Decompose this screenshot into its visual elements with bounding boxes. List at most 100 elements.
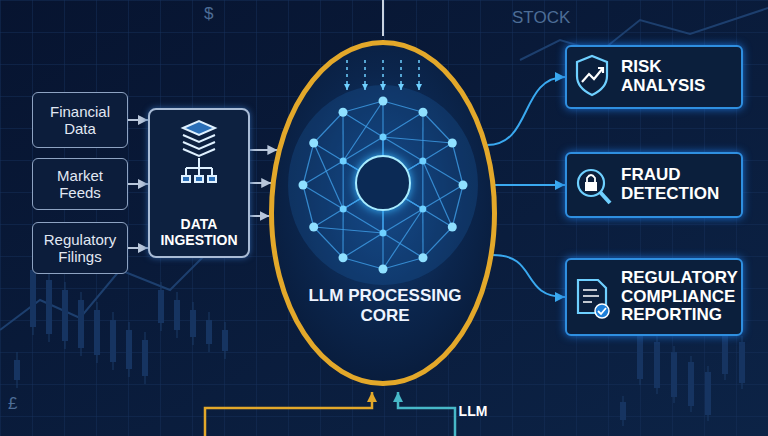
connector-arrow [128, 184, 148, 185]
connector-line [128, 247, 148, 249]
network-dot [339, 253, 348, 262]
candle-body [739, 342, 745, 383]
llm-circle: LLM [355, 155, 411, 211]
candle-body [620, 402, 626, 420]
data-flow-dash [346, 60, 348, 90]
output-box: FRAUD DETECTION [565, 152, 743, 218]
background-watermark: £ [8, 394, 17, 414]
network-link [343, 233, 383, 258]
network-dot [419, 108, 428, 117]
network-link [423, 161, 463, 185]
network-dot [309, 223, 318, 232]
input-box: Market Feeds [32, 158, 128, 210]
bottom-feed-line [398, 392, 455, 436]
network-link [423, 112, 452, 143]
network-dot [299, 181, 308, 190]
node-label: RISK ANALYSIS [621, 58, 737, 95]
network-link [343, 161, 344, 209]
output-box: RISK ANALYSIS [565, 45, 743, 109]
core-ring [269, 40, 497, 386]
candle-body [94, 310, 100, 355]
network-dot [448, 223, 457, 232]
ingestion-box: DATA INGESTION [148, 108, 250, 258]
network-dot [309, 139, 318, 148]
connector-arrow [487, 77, 565, 145]
candle-body [190, 310, 196, 337]
connector-line [128, 119, 148, 121]
candle-body [222, 330, 228, 351]
network-dot [419, 158, 426, 165]
node-label: Market Feeds [39, 167, 121, 202]
network-dot [379, 97, 388, 106]
network-dot [380, 230, 387, 237]
network-link [303, 185, 314, 227]
network-link [423, 143, 452, 161]
node-label: FRAUD DETECTION [621, 166, 737, 203]
input-box: Financial Data [32, 92, 128, 148]
neural-network [299, 60, 468, 274]
network-link [314, 227, 343, 258]
output-box: REGULATORY COMPLIANCE REPORTING [565, 258, 743, 336]
network-link [314, 112, 343, 143]
candle-body [654, 342, 660, 388]
network-link [383, 137, 452, 143]
candle-body [142, 340, 148, 376]
data-flow-dash [382, 60, 384, 90]
connector-arrow [495, 185, 565, 186]
network-dot [459, 181, 468, 190]
network-link [343, 258, 383, 269]
network-link [452, 185, 463, 227]
connector-line [493, 255, 565, 297]
connector-line [495, 184, 565, 186]
data-flow-dash [364, 60, 366, 90]
processing-core-circle: LLM PROCESSING CORE LLM [269, 40, 497, 386]
node-heading: DATA INGESTION [150, 216, 248, 248]
network-link [422, 112, 423, 161]
core-fill [269, 40, 497, 386]
candle-body [722, 332, 728, 374]
candle-body [14, 360, 20, 380]
network-dot [340, 206, 347, 213]
network-link [303, 143, 314, 185]
candle-body [62, 290, 68, 341]
network-dot [419, 206, 426, 213]
connector-line [250, 182, 271, 184]
network-link [423, 227, 452, 258]
network-link [383, 209, 423, 233]
network-link [383, 233, 423, 258]
connector-arrow [128, 248, 148, 249]
network-link [423, 161, 452, 227]
network-dot [339, 108, 348, 117]
core-ring-outline [272, 43, 495, 384]
network-link [422, 209, 423, 258]
network-link [314, 143, 343, 209]
network-dot [448, 139, 457, 148]
connector-arrow [128, 120, 148, 121]
background-watermark: $ [204, 4, 213, 24]
network-dot [380, 134, 387, 141]
candle-body [158, 290, 164, 323]
connector-line [128, 183, 148, 185]
network-dot [419, 253, 428, 262]
data-flow-dash [400, 60, 402, 90]
network-link [303, 185, 343, 209]
core-glow [288, 85, 478, 285]
network-dot [379, 265, 388, 274]
node-heading: LLM PROCESSING CORE [300, 286, 470, 327]
network-link [342, 209, 343, 258]
input-box: Regulatory Filings [32, 222, 128, 274]
node-label: REGULATORY COMPLIANCE REPORTING [621, 269, 738, 325]
candle-body [206, 320, 212, 344]
network-link [382, 101, 383, 137]
candle-body [174, 300, 180, 330]
network-dot [340, 158, 347, 165]
network-link [314, 227, 383, 233]
connector-arrow [493, 255, 565, 297]
data-flow-dash [418, 60, 420, 90]
candle-body [46, 280, 52, 334]
bottom-feed-line [205, 392, 372, 436]
node-label: Regulatory Filings [39, 231, 121, 266]
network-link [382, 233, 383, 269]
network-link [343, 209, 383, 233]
